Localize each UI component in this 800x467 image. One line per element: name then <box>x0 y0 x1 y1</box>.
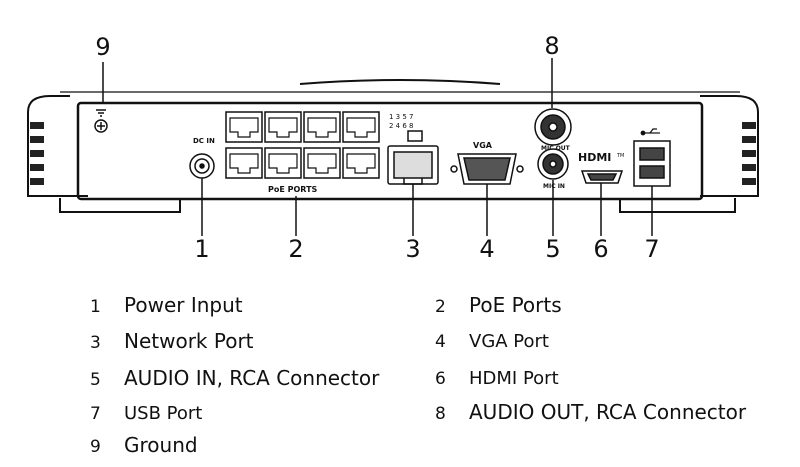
poe-port-icon <box>264 147 302 179</box>
legend-item-audio-in: 5 AUDIO IN, RCA Connector <box>90 366 379 390</box>
audio-in-connector-icon <box>537 148 569 180</box>
dc-in-label: DC IN <box>193 137 215 145</box>
callout-6: 6 <box>593 235 608 263</box>
poe-port-icon <box>225 111 263 143</box>
callout-9: 9 <box>95 33 110 61</box>
legend-item-hdmi: 6 HDMI Port <box>435 368 559 389</box>
legend-item-ground: 9 Ground <box>90 433 198 457</box>
legend-number: 7 <box>90 404 101 424</box>
legend-number: 6 <box>435 369 446 389</box>
hdmi-logo: HDMI <box>578 151 611 164</box>
usb-symbol-icon <box>640 128 660 136</box>
side-vents-left <box>30 122 44 185</box>
callout-2: 2 <box>288 235 303 263</box>
callout-3: 3 <box>405 235 420 263</box>
legend-number: 5 <box>90 370 101 390</box>
callout-1: 1 <box>194 235 209 263</box>
legend-number: 3 <box>90 333 101 353</box>
side-vents-right <box>742 122 756 185</box>
callout-numbers: 9 8 1 2 3 4 5 6 7 <box>95 32 659 263</box>
legend-label: AUDIO OUT, RCA Connector <box>469 400 747 424</box>
usb-port-icon <box>633 140 671 187</box>
hdmi-port-icon <box>580 170 624 184</box>
poe-port-icon <box>342 111 380 143</box>
mic-out-label: MIC OUT <box>541 145 571 152</box>
poe-port-icon <box>225 147 263 179</box>
callout-4: 4 <box>479 235 494 263</box>
poe-port-icon <box>303 147 341 179</box>
legend-label: AUDIO IN, RCA Connector <box>124 366 380 390</box>
legend-item-audio-out: 8 AUDIO OUT, RCA Connector <box>435 400 746 424</box>
callout-lines <box>102 58 653 236</box>
legend-number: 2 <box>435 297 446 317</box>
hdmi-tm: TM <box>616 153 624 159</box>
poe-port-block <box>225 111 380 179</box>
audio-out-connector-icon <box>534 108 572 146</box>
legend-label: HDMI Port <box>469 368 559 389</box>
vga-port-icon <box>450 153 524 185</box>
device-chassis <box>27 79 759 213</box>
legend-item-power: 1 Power Input <box>90 293 243 317</box>
poe-ports-label: PoE PORTS <box>268 185 318 194</box>
poe-port-icon <box>303 111 341 143</box>
legend-number: 9 <box>90 437 101 457</box>
legend-number: 4 <box>435 332 446 352</box>
mic-in-label: MIC IN <box>543 183 565 190</box>
legend-number: 8 <box>435 404 446 424</box>
legend-label: PoE Ports <box>469 293 562 317</box>
port-numbers-bottom: 2 4 6 8 <box>389 122 414 130</box>
poe-port-icon <box>342 147 380 179</box>
legend-item-usb: 7 USB Port <box>90 403 202 424</box>
legend-label: VGA Port <box>469 331 549 352</box>
legend-label: Network Port <box>124 329 254 353</box>
legend-label: USB Port <box>124 403 203 424</box>
rear-panel-diagram: DC IN PoE PORTS 1 3 5 7 2 4 6 8 VGA MIC … <box>27 32 759 263</box>
ground-screw-icon <box>94 109 108 133</box>
network-port-icon <box>387 130 439 185</box>
legend-item-vga: 4 VGA Port <box>435 331 549 352</box>
poe-port-icon <box>264 111 302 143</box>
vga-label: VGA <box>473 141 493 150</box>
legend-label: Ground <box>124 433 198 457</box>
legend-item-poe: 2 PoE Ports <box>435 293 562 317</box>
legend-number: 1 <box>90 297 101 317</box>
power-connector-icon <box>189 153 215 179</box>
legend-label: Power Input <box>124 293 243 317</box>
port-numbers-top: 1 3 5 7 <box>389 113 414 121</box>
callout-7: 7 <box>644 235 659 263</box>
callout-8: 8 <box>544 32 559 60</box>
legend-item-network: 3 Network Port <box>90 329 254 353</box>
callout-5: 5 <box>545 235 560 263</box>
